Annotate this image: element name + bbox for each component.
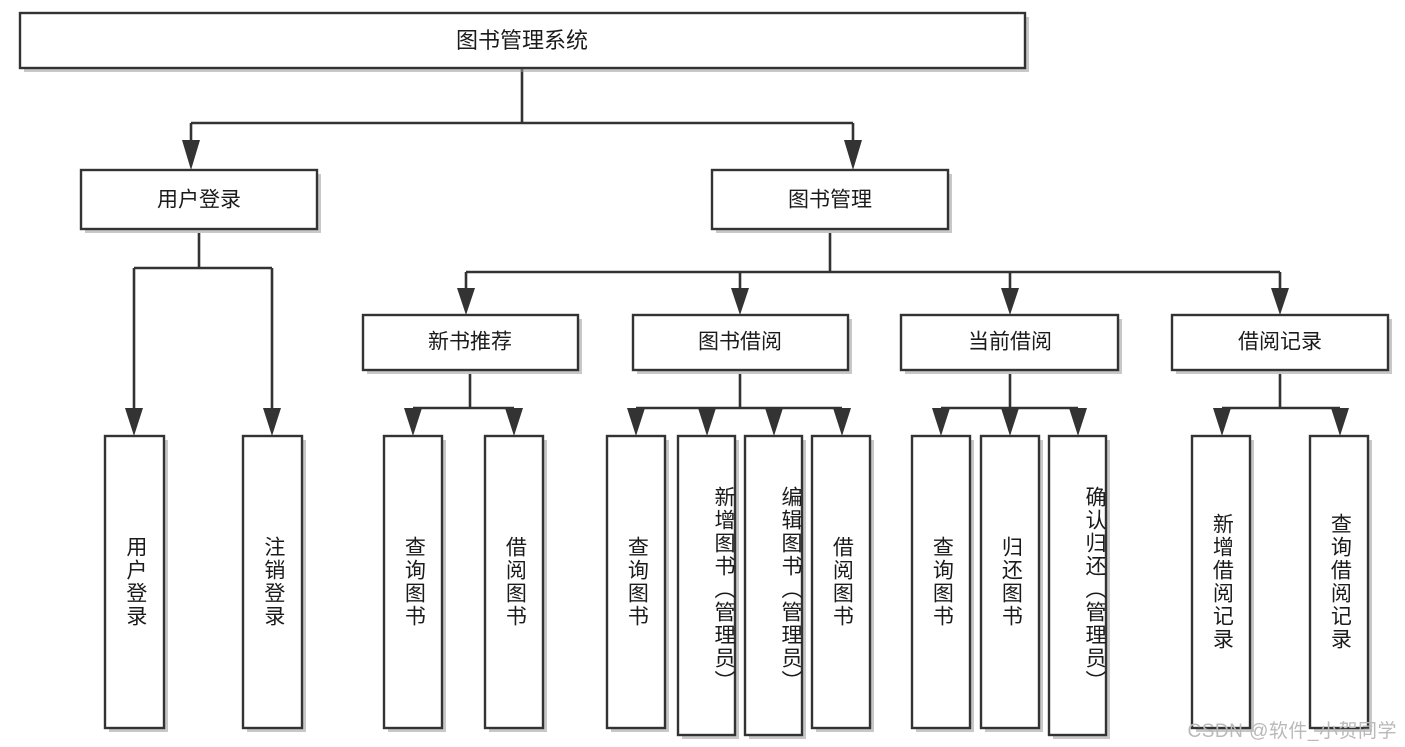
node-leaf-return-book[interactable]	[979, 434, 1043, 732]
node-current-borrow-label: 当前借阅	[968, 331, 1052, 354]
connector-root-to-level2	[182, 68, 862, 170]
connector-current-borrow-to-leaves	[932, 374, 1087, 436]
node-leaf-borrow-book-1[interactable]	[483, 434, 547, 732]
node-leaf-query-book-3[interactable]	[910, 434, 974, 732]
node-leaf-logout-login[interactable]	[241, 434, 306, 732]
watermark-text: CSDN @软件_小贺同学	[1187, 721, 1397, 742]
node-book-management[interactable]: 图书管理	[710, 168, 952, 233]
connector-new-book-recommend-to-leaves	[404, 374, 523, 436]
node-leaf-add-record[interactable]	[1190, 434, 1254, 732]
node-leaf-query-book-1[interactable]	[382, 434, 446, 732]
node-book-borrow[interactable]: 图书借阅	[631, 313, 852, 374]
node-new-book-recommend-label: 新书推荐	[428, 331, 512, 354]
connector-borrow-record-to-leaves	[1213, 374, 1349, 436]
node-borrow-record[interactable]: 借阅记录	[1170, 313, 1392, 374]
node-leaf-user-login[interactable]	[103, 434, 168, 732]
node-root-label: 图书管理系统	[456, 28, 588, 53]
connector-book-borrow-to-leaves	[627, 374, 851, 436]
node-new-book-recommend[interactable]: 新书推荐	[361, 313, 582, 374]
node-borrow-record-label: 借阅记录	[1238, 331, 1322, 354]
node-leaf-borrow-book-2[interactable]	[810, 434, 874, 732]
node-current-borrow[interactable]: 当前借阅	[899, 313, 1122, 374]
node-book-management-label: 图书管理	[788, 189, 872, 212]
node-leaf-edit-book[interactable]	[743, 434, 806, 739]
connector-book-management-to-level3	[457, 233, 1289, 315]
node-leaf-query-book-2[interactable]	[605, 434, 669, 732]
node-leaf-query-record[interactable]	[1308, 434, 1372, 732]
node-user-login-label: 用户登录	[157, 189, 241, 212]
node-leaf-confirm-return[interactable]	[1047, 434, 1110, 739]
node-root[interactable]: 图书管理系统	[18, 11, 1029, 72]
connector-user-login-to-leaves	[125, 233, 281, 436]
node-book-borrow-label: 图书借阅	[698, 331, 782, 354]
node-user-login[interactable]: 用户登录	[79, 168, 321, 233]
node-leaf-add-book[interactable]	[676, 434, 739, 739]
